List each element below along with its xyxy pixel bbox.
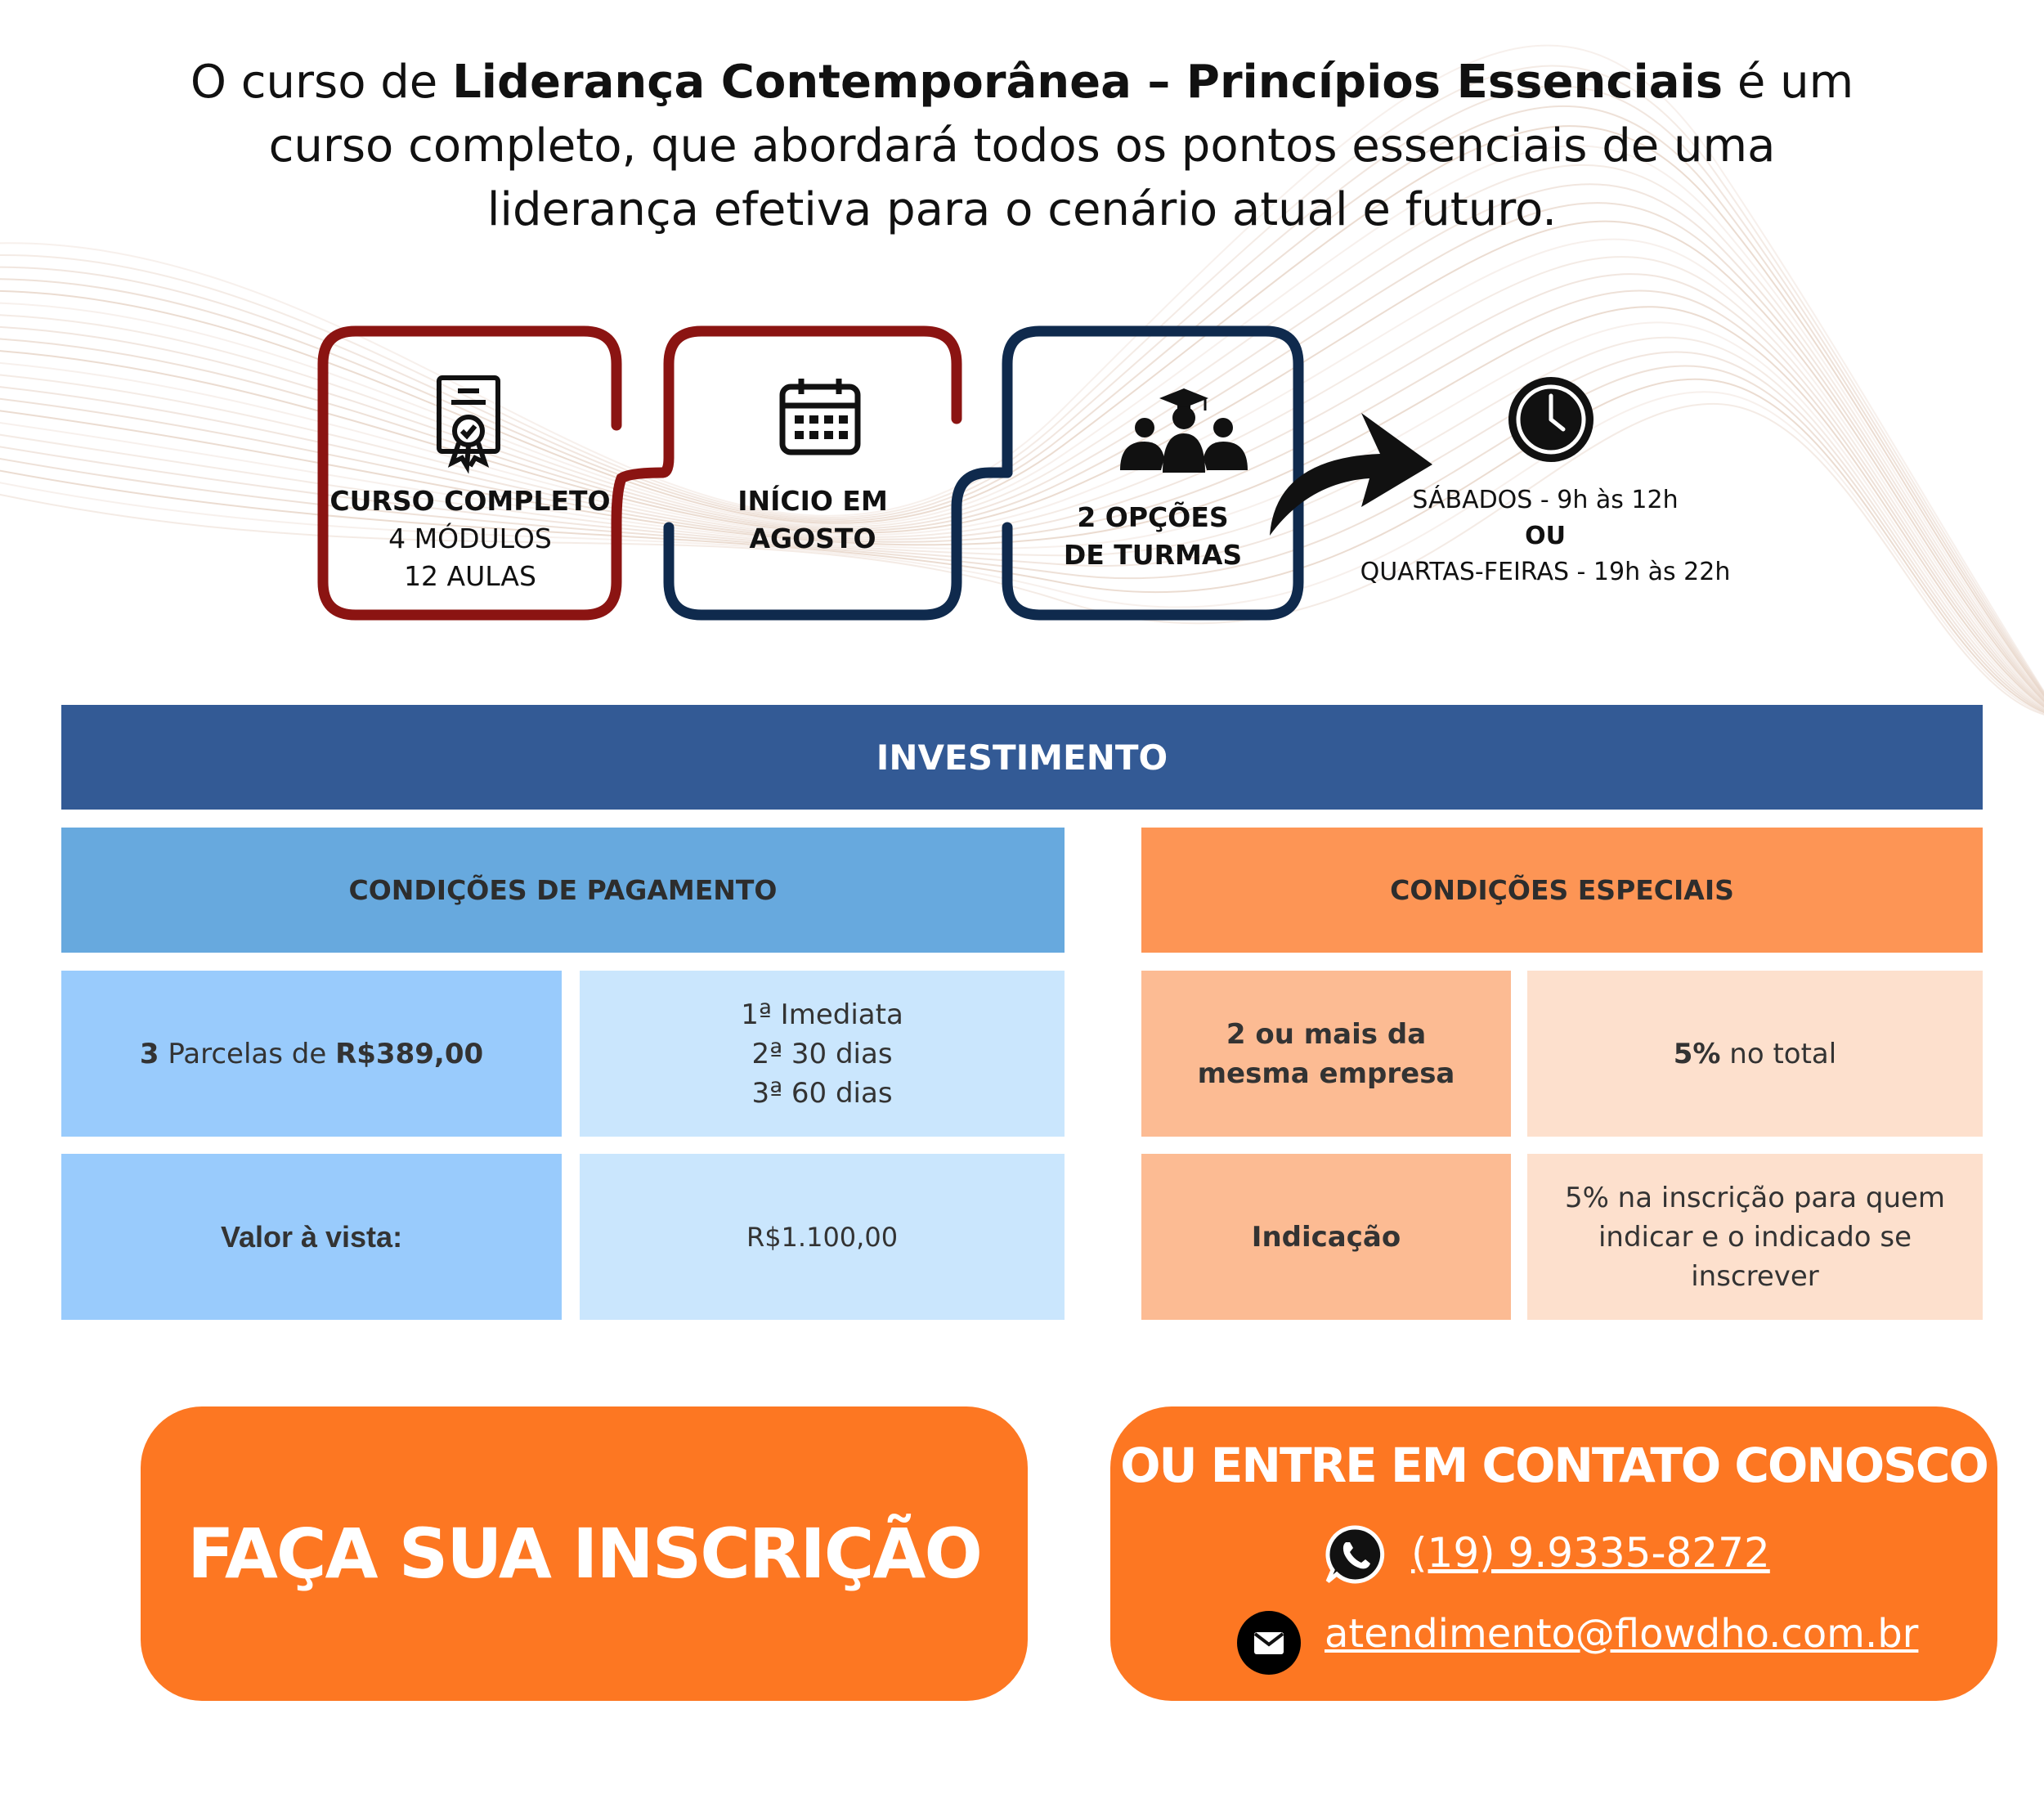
wave-line bbox=[0, 391, 2044, 715]
parcela-3: 3ª 60 dias bbox=[751, 1076, 893, 1110]
contact-panel: OU ENTRE EM CONTATO CONOSCO (19) 9.9335-… bbox=[1110, 1406, 1997, 1701]
especiais-row2-label: Indicação bbox=[1141, 1154, 1511, 1320]
email-icon bbox=[1237, 1611, 1301, 1675]
students-icon bbox=[1120, 388, 1248, 473]
wave-line bbox=[0, 105, 2044, 697]
parcelas-cell: 3 Parcelas de R$389,00 bbox=[61, 971, 562, 1137]
arrow-icon bbox=[1270, 413, 1432, 536]
wave-line bbox=[0, 378, 2044, 713]
parcela-1: 1ª Imediata bbox=[741, 998, 903, 1031]
step1-text: CURSO COMPLETO 4 MÓDULOS 12 AULAS bbox=[323, 482, 617, 595]
course-name: Liderança Contemporânea – Princípios Ess… bbox=[452, 56, 1724, 109]
parcelas-count: 3 bbox=[139, 1037, 159, 1070]
intro-prefix: O curso de bbox=[190, 56, 453, 109]
wave-line bbox=[0, 256, 2044, 705]
parcelas-value: R$389,00 bbox=[335, 1037, 484, 1070]
calendar-icon bbox=[779, 379, 861, 455]
calendar-days bbox=[795, 415, 848, 439]
step3-frame bbox=[1002, 325, 1304, 621]
schedule-text: SÁBADOS - 9h às 12h OU QUARTAS-FEIRAS - … bbox=[1136, 482, 1954, 590]
step1-modules: 4 MÓDULOS bbox=[388, 523, 552, 554]
wave-line bbox=[0, 273, 2044, 706]
vista-label: Valor à vista: bbox=[61, 1154, 562, 1320]
step2-line1: INÍCIO EM bbox=[737, 485, 888, 517]
wave-line bbox=[0, 306, 2044, 708]
intro-suffix: é um curso completo, que abordará todos … bbox=[268, 56, 1854, 236]
especiais-row1-value: 5% no total bbox=[1527, 971, 1983, 1137]
parcelas-text: Parcelas de bbox=[159, 1037, 336, 1070]
steps-diagram bbox=[317, 325, 1594, 621]
wave-line bbox=[0, 289, 2044, 707]
step3-line2: DE TURMAS bbox=[1063, 539, 1243, 571]
especiais-row1-rest: no total bbox=[1720, 1037, 1837, 1070]
especiais-header: CONDIÇÕES ESPECIAIS bbox=[1141, 828, 1983, 953]
step3-text: 2 OPÇÕES DE TURMAS bbox=[1007, 499, 1298, 574]
step2-line2: AGOSTO bbox=[749, 523, 876, 554]
wave-line bbox=[0, 238, 2044, 704]
wave-line bbox=[0, 321, 2044, 709]
step1-title: CURSO COMPLETO bbox=[329, 485, 611, 517]
wave-line bbox=[0, 402, 2044, 716]
step3-line1: 2 OPÇÕES bbox=[1077, 501, 1229, 533]
step2-text: INÍCIO EM AGOSTO bbox=[669, 482, 957, 558]
wave-line bbox=[0, 85, 2044, 696]
schedule-or: OU bbox=[1525, 522, 1566, 550]
clock-icon bbox=[1508, 377, 1594, 462]
phone-link[interactable]: (19) 9.9335-8272 bbox=[1411, 1529, 1770, 1577]
certificate-icon bbox=[437, 375, 500, 474]
email-link[interactable]: atendimento@flowdho.com.br bbox=[1325, 1611, 1919, 1657]
parcela-2: 2ª 30 dias bbox=[751, 1037, 893, 1070]
parcelas-schedule-cell: 1ª Imediata 2ª 30 dias 3ª 60 dias bbox=[580, 971, 1065, 1137]
pagamento-header: CONDIÇÕES DE PAGAMENTO bbox=[61, 828, 1065, 953]
step1-lessons: 12 AULAS bbox=[404, 560, 536, 592]
schedule-saturday: SÁBADOS - 9h às 12h bbox=[1412, 486, 1679, 514]
schedule-wednesday: QUARTAS-FEIRAS - 19h às 22h bbox=[1360, 558, 1731, 586]
especiais-row1-percent: 5% bbox=[1673, 1037, 1721, 1070]
especiais-row2-value: 5% na inscrição para quem indicar e o in… bbox=[1527, 1154, 1983, 1320]
contact-title: OU ENTRE EM CONTATO CONOSCO bbox=[1120, 1438, 1989, 1493]
inscricao-button[interactable]: FAÇA SUA INSCRIÇÃO bbox=[141, 1406, 1028, 1701]
investimento-bar: INVESTIMENTO bbox=[61, 705, 1983, 810]
step1-frame bbox=[317, 325, 668, 621]
vista-value: R$1.100,00 bbox=[580, 1154, 1065, 1320]
wave-line bbox=[0, 365, 2044, 712]
whatsapp-icon bbox=[1325, 1525, 1385, 1584]
especiais-row1-label: 2 ou mais da mesma empresa bbox=[1141, 971, 1511, 1137]
intro-paragraph: O curso de Liderança Contemporânea – Pri… bbox=[164, 51, 1880, 242]
step2-frame-bottom bbox=[663, 467, 1013, 621]
step2-frame-top bbox=[657, 325, 962, 478]
wave-line bbox=[0, 65, 2044, 694]
